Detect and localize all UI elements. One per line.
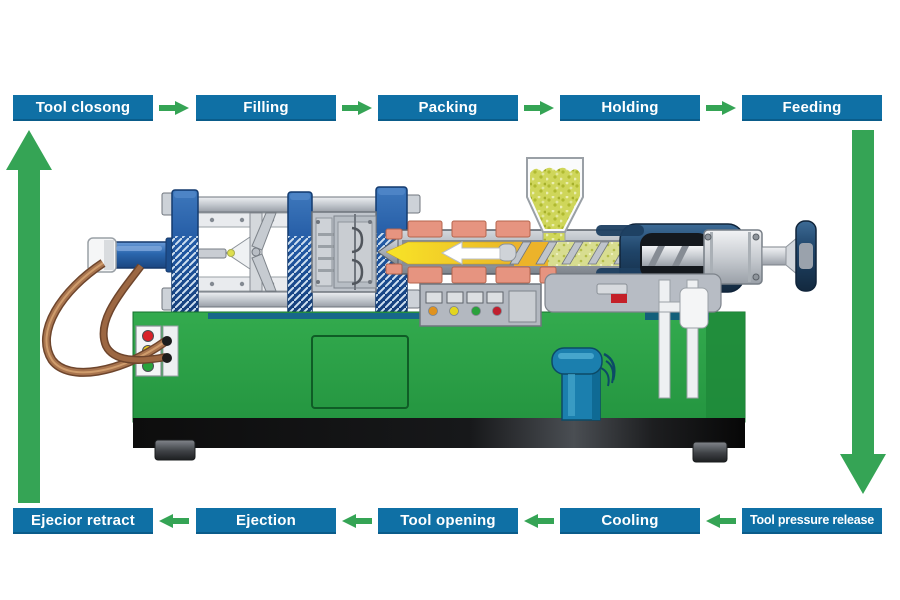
guide-posts (658, 279, 709, 399)
support-platen (287, 191, 313, 315)
step-feeding: Feeding (742, 95, 882, 121)
flow-arrow-right-icon (159, 101, 189, 115)
machine-feet (154, 439, 728, 463)
step-holding: Holding (560, 95, 700, 121)
flow-arrow-left-icon (342, 514, 372, 528)
mold (311, 211, 377, 293)
button-red (142, 330, 154, 342)
hopper (526, 157, 584, 242)
machine-base (132, 311, 746, 463)
injection-housing (596, 220, 817, 293)
flow-arrow-up-icon (6, 130, 52, 503)
indicator-light-green (471, 306, 481, 316)
indicator-lights (428, 306, 502, 316)
indicator-light-orange (428, 306, 438, 316)
piston-rod (761, 246, 789, 266)
step-ejector-retract: Ejecior retract (13, 508, 153, 534)
flow-arrow-left-icon (706, 514, 736, 528)
control-panel (419, 283, 542, 327)
moving-platen (171, 189, 199, 317)
indicator-light-yellow (449, 306, 459, 316)
flow-arrow-right-icon (706, 101, 736, 115)
flow-arrow-left-icon (524, 514, 554, 528)
toggle-mechanism (197, 212, 277, 292)
flow-arrow-right-icon (524, 101, 554, 115)
step-filling: Filling (196, 95, 336, 121)
coolant-pump (551, 347, 616, 421)
flow-arrow-left-icon (159, 514, 189, 528)
heater-bands (385, 220, 557, 284)
step-cooling: Cooling (560, 508, 700, 534)
step-packing: Packing (378, 95, 518, 121)
step-tool-pressure-release: Tool pressure release (742, 508, 882, 534)
hydraulic-hoses (42, 259, 172, 377)
flow-arrow-right-icon (342, 101, 372, 115)
indicator-light-red (492, 306, 502, 316)
step-tool-opening: Tool opening (378, 508, 518, 534)
access-door (311, 335, 409, 409)
step-tool-closing: Tool closong (13, 95, 153, 121)
flow-arrow-down-icon (840, 130, 886, 494)
melt-flow-arrow-icon (440, 241, 501, 265)
step-ejection: Ejection (196, 508, 336, 534)
